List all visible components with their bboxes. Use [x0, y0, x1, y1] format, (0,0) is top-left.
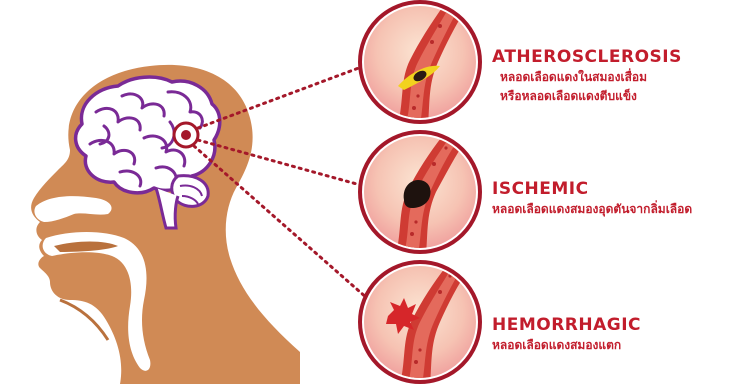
- condition-title: ISCHEMIC: [492, 178, 724, 200]
- ischemic-circle: [360, 132, 480, 254]
- condition-description-line: หรือหลอดเลือดแดงตีบแข็ง: [492, 87, 724, 106]
- condition-description-line: หลอดเลือดแดงสมองแตก: [492, 336, 724, 355]
- ischemic-label: ISCHEMIC หลอดเลือดแดงสมองอุดตันจากลิ่มเล…: [492, 178, 724, 219]
- atherosclerosis-circle: [360, 2, 480, 124]
- atherosclerosis-label: ATHEROSCLEROSIS หลอดเลือดแดงในสมองเสื่อม…: [492, 46, 724, 106]
- condition-description-line: หลอดเลือดแดงในสมองเสื่อม: [492, 68, 724, 87]
- condition-title: HEMORRHAGIC: [492, 314, 724, 336]
- lesion-marker: [174, 123, 198, 147]
- condition-description-line: หลอดเลือดแดงสมองอุดตันจากลิ่มเลือด: [492, 200, 724, 219]
- condition-title: ATHEROSCLEROSIS: [492, 46, 724, 68]
- hemorrhagic-label: HEMORRHAGIC หลอดเลือดแดงสมองแตก: [492, 314, 724, 355]
- hemorrhagic-circle: [360, 262, 480, 384]
